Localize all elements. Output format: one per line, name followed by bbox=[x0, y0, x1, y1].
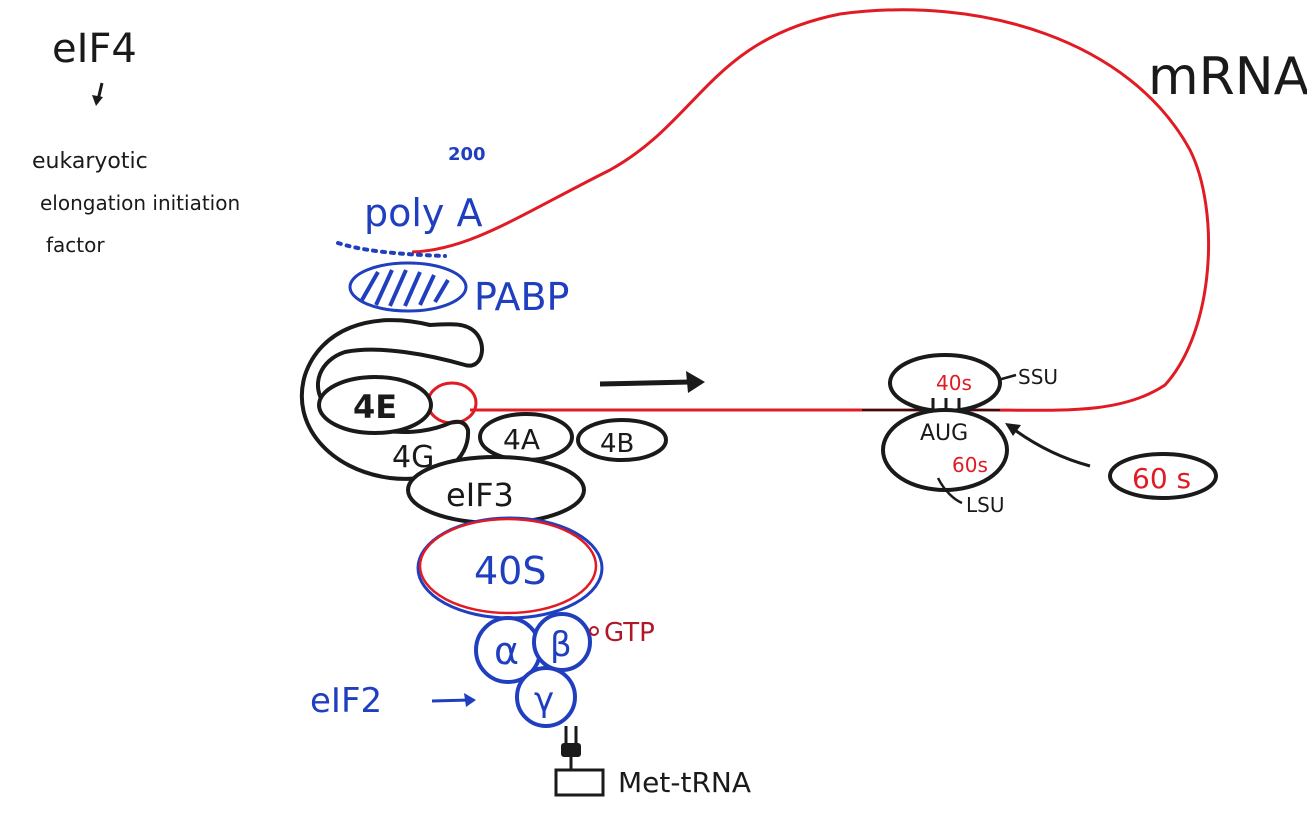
e4b-label: 4B bbox=[600, 429, 634, 459]
lsu-pointer bbox=[936, 477, 963, 505]
pabp-label: PABP bbox=[474, 275, 569, 319]
e4g-label: 4G bbox=[392, 440, 434, 475]
free-60s-subunit bbox=[1108, 452, 1218, 500]
s40-label: 40S bbox=[474, 549, 546, 593]
eif2-label: eIF2 bbox=[310, 681, 382, 721]
lsu-value: 60s bbox=[952, 453, 988, 477]
free-60s-label: 60 s bbox=[1132, 462, 1191, 495]
free-60s-arrowhead bbox=[1005, 423, 1021, 436]
ssu-label: SSU bbox=[1018, 365, 1058, 389]
title-heading: eIF4 bbox=[52, 26, 137, 72]
eif2-alpha-label: α bbox=[494, 629, 519, 673]
eif2-beta-circle bbox=[532, 612, 592, 672]
ssu-value: 40s bbox=[936, 371, 972, 395]
met-trna-label: Met-tRNA bbox=[618, 766, 751, 799]
eif2-arrowhead bbox=[464, 693, 476, 707]
title-line-3: factor bbox=[46, 233, 105, 257]
gtp-dot bbox=[589, 626, 599, 636]
e4b-protein bbox=[576, 418, 668, 462]
gtp-label: GTP bbox=[604, 618, 655, 648]
e4g-outer-loop bbox=[299, 318, 485, 481]
lsu-label: LSU bbox=[966, 493, 1004, 517]
ssu-pointer bbox=[997, 373, 1017, 382]
eif3-label: eIF3 bbox=[446, 476, 514, 514]
codon-label: AUG bbox=[920, 421, 968, 446]
mrna-strand bbox=[411, 8, 1211, 412]
title-arrowhead bbox=[92, 95, 103, 106]
e4a-label: 4A bbox=[503, 423, 540, 456]
e4e-protein bbox=[317, 375, 433, 435]
met-trna-shape bbox=[554, 726, 605, 797]
free-60s-arrow bbox=[1011, 426, 1091, 468]
eif2-arrow bbox=[431, 698, 471, 703]
eif2-gamma-label: γ bbox=[534, 680, 554, 720]
e4e-label: 4E bbox=[353, 388, 397, 426]
eif2-gamma-circle bbox=[515, 666, 577, 728]
poly-a-count: 200 bbox=[448, 144, 486, 165]
poly-a-label: poly A bbox=[364, 191, 483, 235]
title-line-1: eukaryotic bbox=[32, 149, 148, 174]
poly-a-tail bbox=[336, 241, 447, 258]
direction-arrow bbox=[599, 379, 691, 387]
mrna-label: mRNA bbox=[1148, 47, 1307, 107]
direction-arrowhead bbox=[686, 371, 705, 393]
pabp-protein bbox=[348, 261, 468, 313]
s40-subunit-outline bbox=[418, 517, 598, 615]
cap-loop bbox=[426, 381, 478, 425]
eif2-beta-label: β bbox=[550, 625, 572, 665]
title-line-2: elongation initiation bbox=[40, 191, 240, 215]
